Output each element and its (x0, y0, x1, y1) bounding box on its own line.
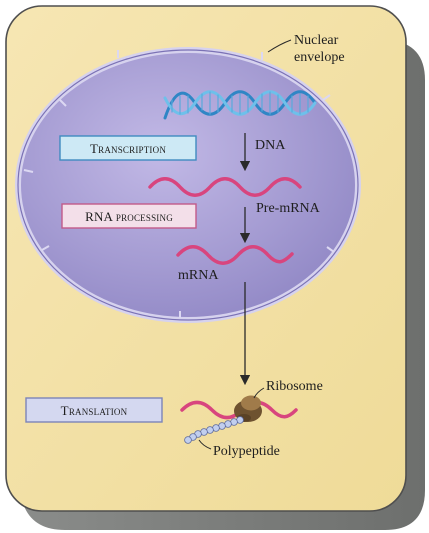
translation-box: Translation (25, 397, 163, 423)
leader-nuclear-envelope (267, 39, 292, 53)
leader-ribosome (253, 387, 265, 399)
transcription-label: Transcription (90, 141, 166, 156)
nuclear-envelope-label-line1: Nuclear (294, 33, 339, 48)
mrna-label: mRNA (178, 268, 219, 283)
dna-label: DNA (255, 138, 286, 153)
rna-processing-box: RNA processing (61, 203, 197, 229)
polypeptide-chain (184, 416, 244, 444)
transcription-box: Transcription (59, 135, 197, 161)
nucleus (15, 47, 361, 323)
nuclear-envelope-label-line2: envelope (294, 50, 345, 65)
pre-mrna-label: Pre-mRNA (256, 201, 321, 216)
polypeptide-label: Polypeptide (213, 444, 280, 459)
rna-processing-label: RNA processing (85, 209, 173, 224)
translation-label: Translation (61, 403, 128, 418)
mrna-strand (176, 245, 294, 265)
leader-polypeptide (198, 439, 212, 450)
ribosome-label: Ribosome (266, 379, 323, 394)
pre-mrna-strand (148, 177, 302, 197)
dna-helix (163, 90, 317, 120)
